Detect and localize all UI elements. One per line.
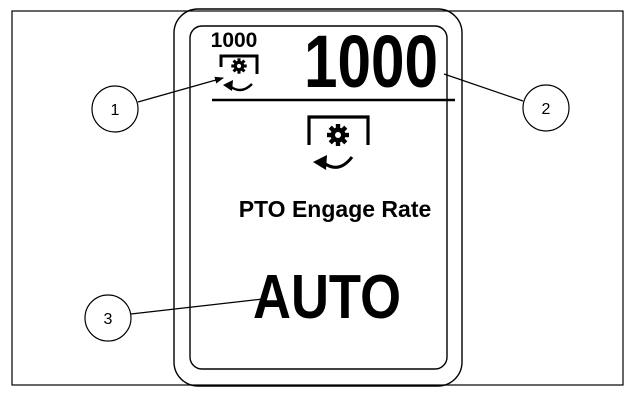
callout-2-circle [522, 84, 570, 132]
setting-label: PTO Engage Rate [239, 196, 432, 222]
display-bezel-outer [173, 8, 463, 387]
pto-gear-rotation-icon [307, 115, 370, 170]
callout-1-leader [137, 76, 224, 103]
callout-3-leader [130, 298, 264, 315]
callout-2-leader [443, 73, 524, 102]
callout-1-number: 1 [111, 102, 120, 119]
callout-1-circle [91, 85, 139, 133]
pto-gear-rotation-icon [219, 54, 259, 92]
header-small-value: 1000 [211, 29, 258, 52]
callout-3-number: 3 [104, 311, 113, 328]
callout-3-circle [84, 294, 132, 342]
callout-2: 2 [443, 73, 570, 132]
setting-value: AUTO [253, 263, 401, 332]
callout-3: 3 [84, 294, 264, 342]
current-value: 1000 [304, 20, 438, 103]
callout-1: 1 [91, 76, 224, 133]
display-screen [189, 25, 448, 370]
figure-frame [11, 10, 624, 386]
callout-2-number: 2 [542, 101, 551, 118]
